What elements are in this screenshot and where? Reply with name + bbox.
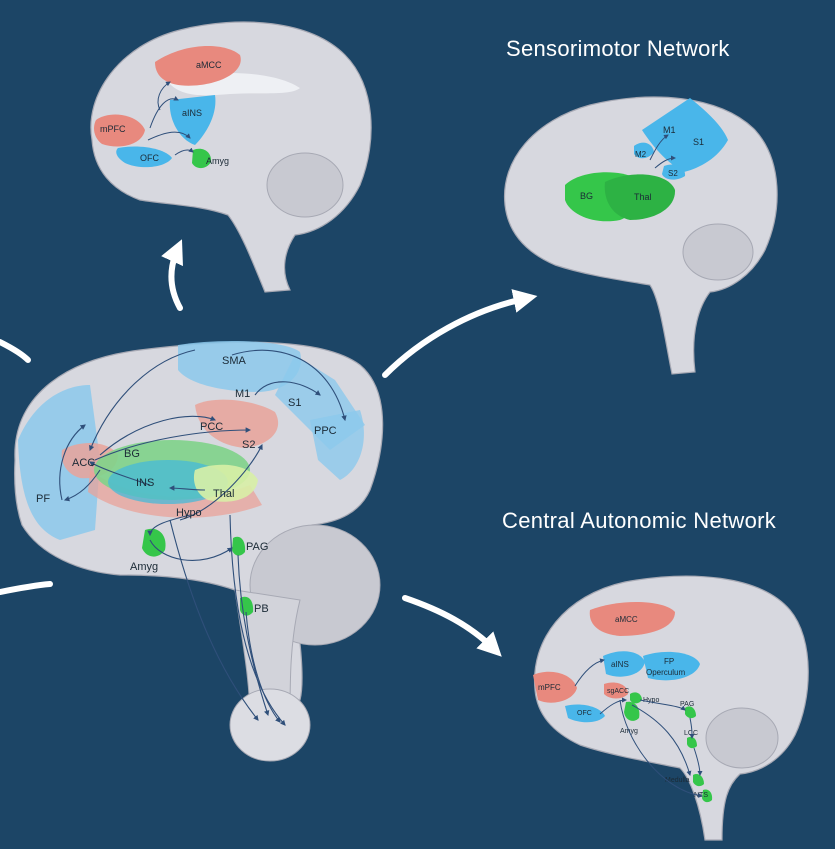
sensorimotor-label-m1: M1 <box>663 125 676 135</box>
center-label-acc: ACC <box>72 457 95 469</box>
center-brain-spinal-bulb <box>229 688 311 762</box>
sensorimotor-label-bg: BG <box>580 191 593 201</box>
center-brain-pcc <box>195 399 279 448</box>
center-label-pag: PAG <box>246 541 268 553</box>
center-label-thal: Thal <box>213 488 234 500</box>
arrow-to-sensorimotor <box>382 289 538 378</box>
center-label-sma: SMA <box>222 355 247 367</box>
autonomic-label-operculum: Operculum <box>646 668 685 677</box>
center-label-bg: BG <box>124 448 140 460</box>
autonomic-label-hypo: Hypo <box>643 697 659 704</box>
top-brain-label-ofc: OFC <box>140 153 159 163</box>
autonomic-label-pag: PAG <box>680 701 694 708</box>
sensorimotor-brain-m1-s1 <box>642 98 728 172</box>
top-brain-cerebrum <box>90 21 372 293</box>
autonomic-label-lcc: LCC <box>684 730 698 737</box>
autonomic-brain-cerebrum <box>533 575 809 841</box>
autonomic-label-ofc: OFC <box>577 710 592 717</box>
center-label-amyg: Amyg <box>130 561 158 573</box>
top-brain-label-mpfc: mPFC <box>100 124 126 134</box>
sensorimotor-label-m2: M2 <box>635 150 647 159</box>
arrow-from-left-upper <box>0 339 31 363</box>
autonomic-brain-ofc <box>565 704 605 723</box>
top-brain-label-ains: aINS <box>182 108 202 118</box>
top-brain-ofc <box>116 146 172 168</box>
center-brain-labels: SMA M1 S1 PPC PCC S2 ACC BG INS Thal Hyp… <box>36 355 337 615</box>
center-label-pb: PB <box>254 603 269 615</box>
autonomic-brain-ains <box>603 651 645 677</box>
autonomic-label-amcc: aMCC <box>615 615 638 624</box>
autonomic-brain-nts <box>702 789 713 803</box>
sensorimotor-brain-thal <box>604 174 676 220</box>
sensorimotor-brain-cerebellum <box>682 223 754 281</box>
autonomic-brain-amcc <box>589 601 675 636</box>
autonomic-brain-sgacc <box>604 682 628 699</box>
sensorimotor-brain-cerebrum <box>503 96 778 375</box>
sensorimotor-label-s1: S1 <box>693 137 704 147</box>
autonomic-connections <box>574 658 703 798</box>
sensorimotor-brain-m2 <box>634 142 654 159</box>
center-brain-connections <box>59 349 347 726</box>
autonomic-brain-medulla <box>693 774 704 787</box>
top-brain-amcc <box>155 45 241 86</box>
top-brain: aMCC aINS mPFC OFC Amyg <box>90 21 372 293</box>
autonomic-brain: aMCC aINS FP Operculum mPFC sgACC Hypo O… <box>533 575 809 841</box>
center-label-pf: PF <box>36 493 50 505</box>
autonomic-label-ains: aINS <box>611 660 629 669</box>
center-brain-prefrontal <box>18 385 100 540</box>
center-label-ppc: PPC <box>314 425 337 437</box>
center-label-s1: S1 <box>288 397 301 409</box>
flow-arrows <box>0 239 538 657</box>
central-autonomic-network-title: Central Autonomic Network <box>502 508 777 533</box>
sensorimotor-label-s2: S2 <box>668 169 678 178</box>
center-brain-thal-region <box>193 464 258 502</box>
autonomic-brain-mpfc <box>533 671 577 703</box>
sensorimotor-connections <box>649 134 676 169</box>
autonomic-brain-fp-operculum <box>643 651 700 681</box>
center-label-hypo: Hypo <box>176 507 202 519</box>
center-brain-cingulate <box>88 470 262 518</box>
autonomic-brain-cerebellum <box>705 707 779 769</box>
arrow-from-left-lower <box>0 581 53 595</box>
center-brain: SMA M1 S1 PPC PCC S2 ACC BG INS Thal Hyp… <box>14 340 384 762</box>
sensorimotor-label-thal: Thal <box>634 192 652 202</box>
center-label-s2: S2 <box>242 439 255 451</box>
top-brain-label-amyg: Amyg <box>206 156 229 166</box>
center-brain-ppc <box>310 410 364 480</box>
autonomic-brain-lcc <box>687 736 697 749</box>
top-brain-amyg <box>192 148 212 169</box>
center-label-m1: M1 <box>235 388 250 400</box>
top-brain-cerebellum <box>266 152 344 218</box>
center-label-pcc: PCC <box>200 421 223 433</box>
arrow-to-autonomic <box>402 595 502 657</box>
sensorimotor-brain: M1 S1 M2 S2 BG Thal <box>503 96 778 375</box>
autonomic-brain-pag <box>685 706 696 719</box>
arrow-to-top-brain <box>161 239 183 311</box>
top-brain-mpfc <box>94 114 145 147</box>
sensorimotor-brain-s2 <box>662 164 686 180</box>
center-brain-pag <box>232 536 246 556</box>
sensorimotor-network-title: Sensorimotor Network <box>506 36 730 61</box>
center-brain-sma <box>178 340 301 392</box>
autonomic-label-fp: FP <box>664 657 674 666</box>
autonomic-label-medulla: Medulla <box>665 777 690 784</box>
autonomic-brain-hypo <box>630 692 642 704</box>
top-brain-label-amcc: aMCC <box>196 60 222 70</box>
top-brain-connections <box>147 81 194 156</box>
autonomic-label-mpfc: mPFC <box>538 683 561 692</box>
center-label-ins: INS <box>136 477 154 489</box>
autonomic-label-sgacc: sgACC <box>607 688 629 695</box>
